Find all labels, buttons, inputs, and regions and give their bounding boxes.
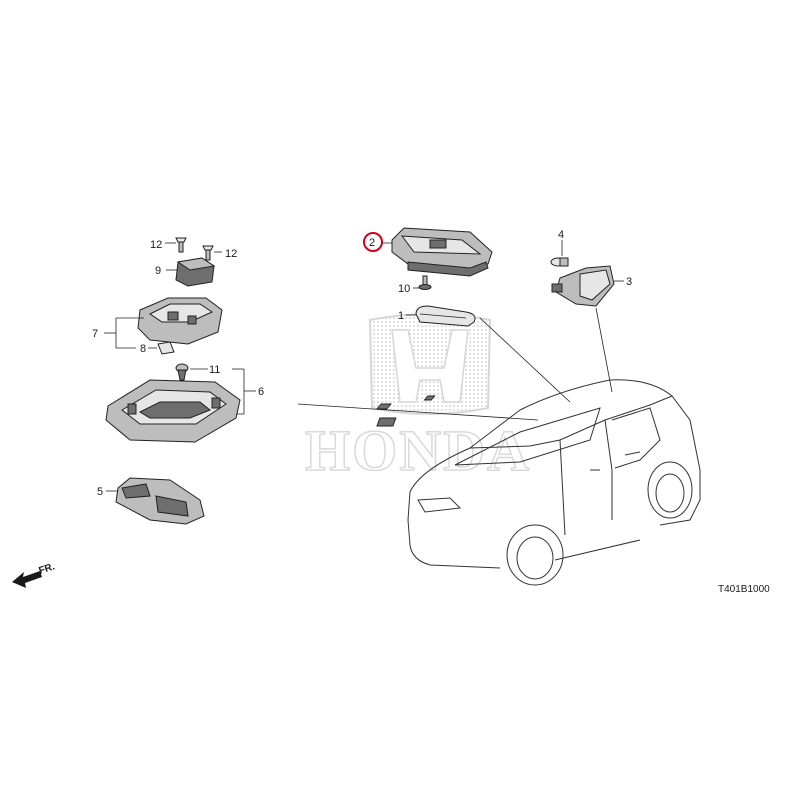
diagram-code: T401B1000 (718, 584, 770, 595)
callout-2: 2 (369, 237, 375, 249)
front-label: FR. (38, 561, 57, 577)
part-2-room-lamp (391, 227, 493, 277)
part-4-bulb (550, 257, 569, 267)
highlight-circle (363, 232, 383, 252)
callout-1: 1 (398, 310, 404, 322)
honda-watermark: HONDA (304, 313, 531, 484)
front-arrow-icon (12, 571, 42, 588)
part-1-lens (415, 305, 476, 327)
part-5-map-lamp (115, 477, 205, 525)
part-10-screw (418, 275, 432, 290)
front-direction-indicator: FR. (12, 561, 56, 588)
callout-5: 5 (97, 486, 103, 498)
callout-12-right: 12 (225, 248, 237, 260)
callout-3: 3 (626, 276, 632, 288)
honda-watermark-text: HONDA (305, 418, 531, 483)
leader-lines (297, 307, 613, 421)
part-8-pad (157, 341, 175, 355)
part-6-console-housing (105, 379, 241, 443)
bracket-lines-7 (104, 317, 144, 349)
honda-h-logo-icon (368, 313, 492, 415)
callout-8: 8 (140, 343, 146, 355)
callout-10: 10 (398, 283, 410, 295)
part-12-screw-left (175, 237, 187, 253)
part-12-screw-right (202, 245, 214, 261)
part-7-bracket (137, 297, 223, 345)
callout-12-left: 12 (150, 239, 162, 251)
callout-9: 9 (155, 265, 161, 277)
part-9-sensor-module (175, 257, 216, 287)
callout-labels: 12 12 9 7 8 11 6 5 2 10 1 4 3 (92, 229, 632, 498)
callout-4: 4 (558, 229, 564, 241)
callout-7: 7 (92, 328, 98, 340)
car-outline (375, 379, 701, 586)
callout-6: 6 (258, 386, 264, 398)
part-11-clip (175, 363, 189, 381)
callout-11: 11 (209, 364, 220, 376)
part-3-cargo-lamp (551, 265, 615, 307)
